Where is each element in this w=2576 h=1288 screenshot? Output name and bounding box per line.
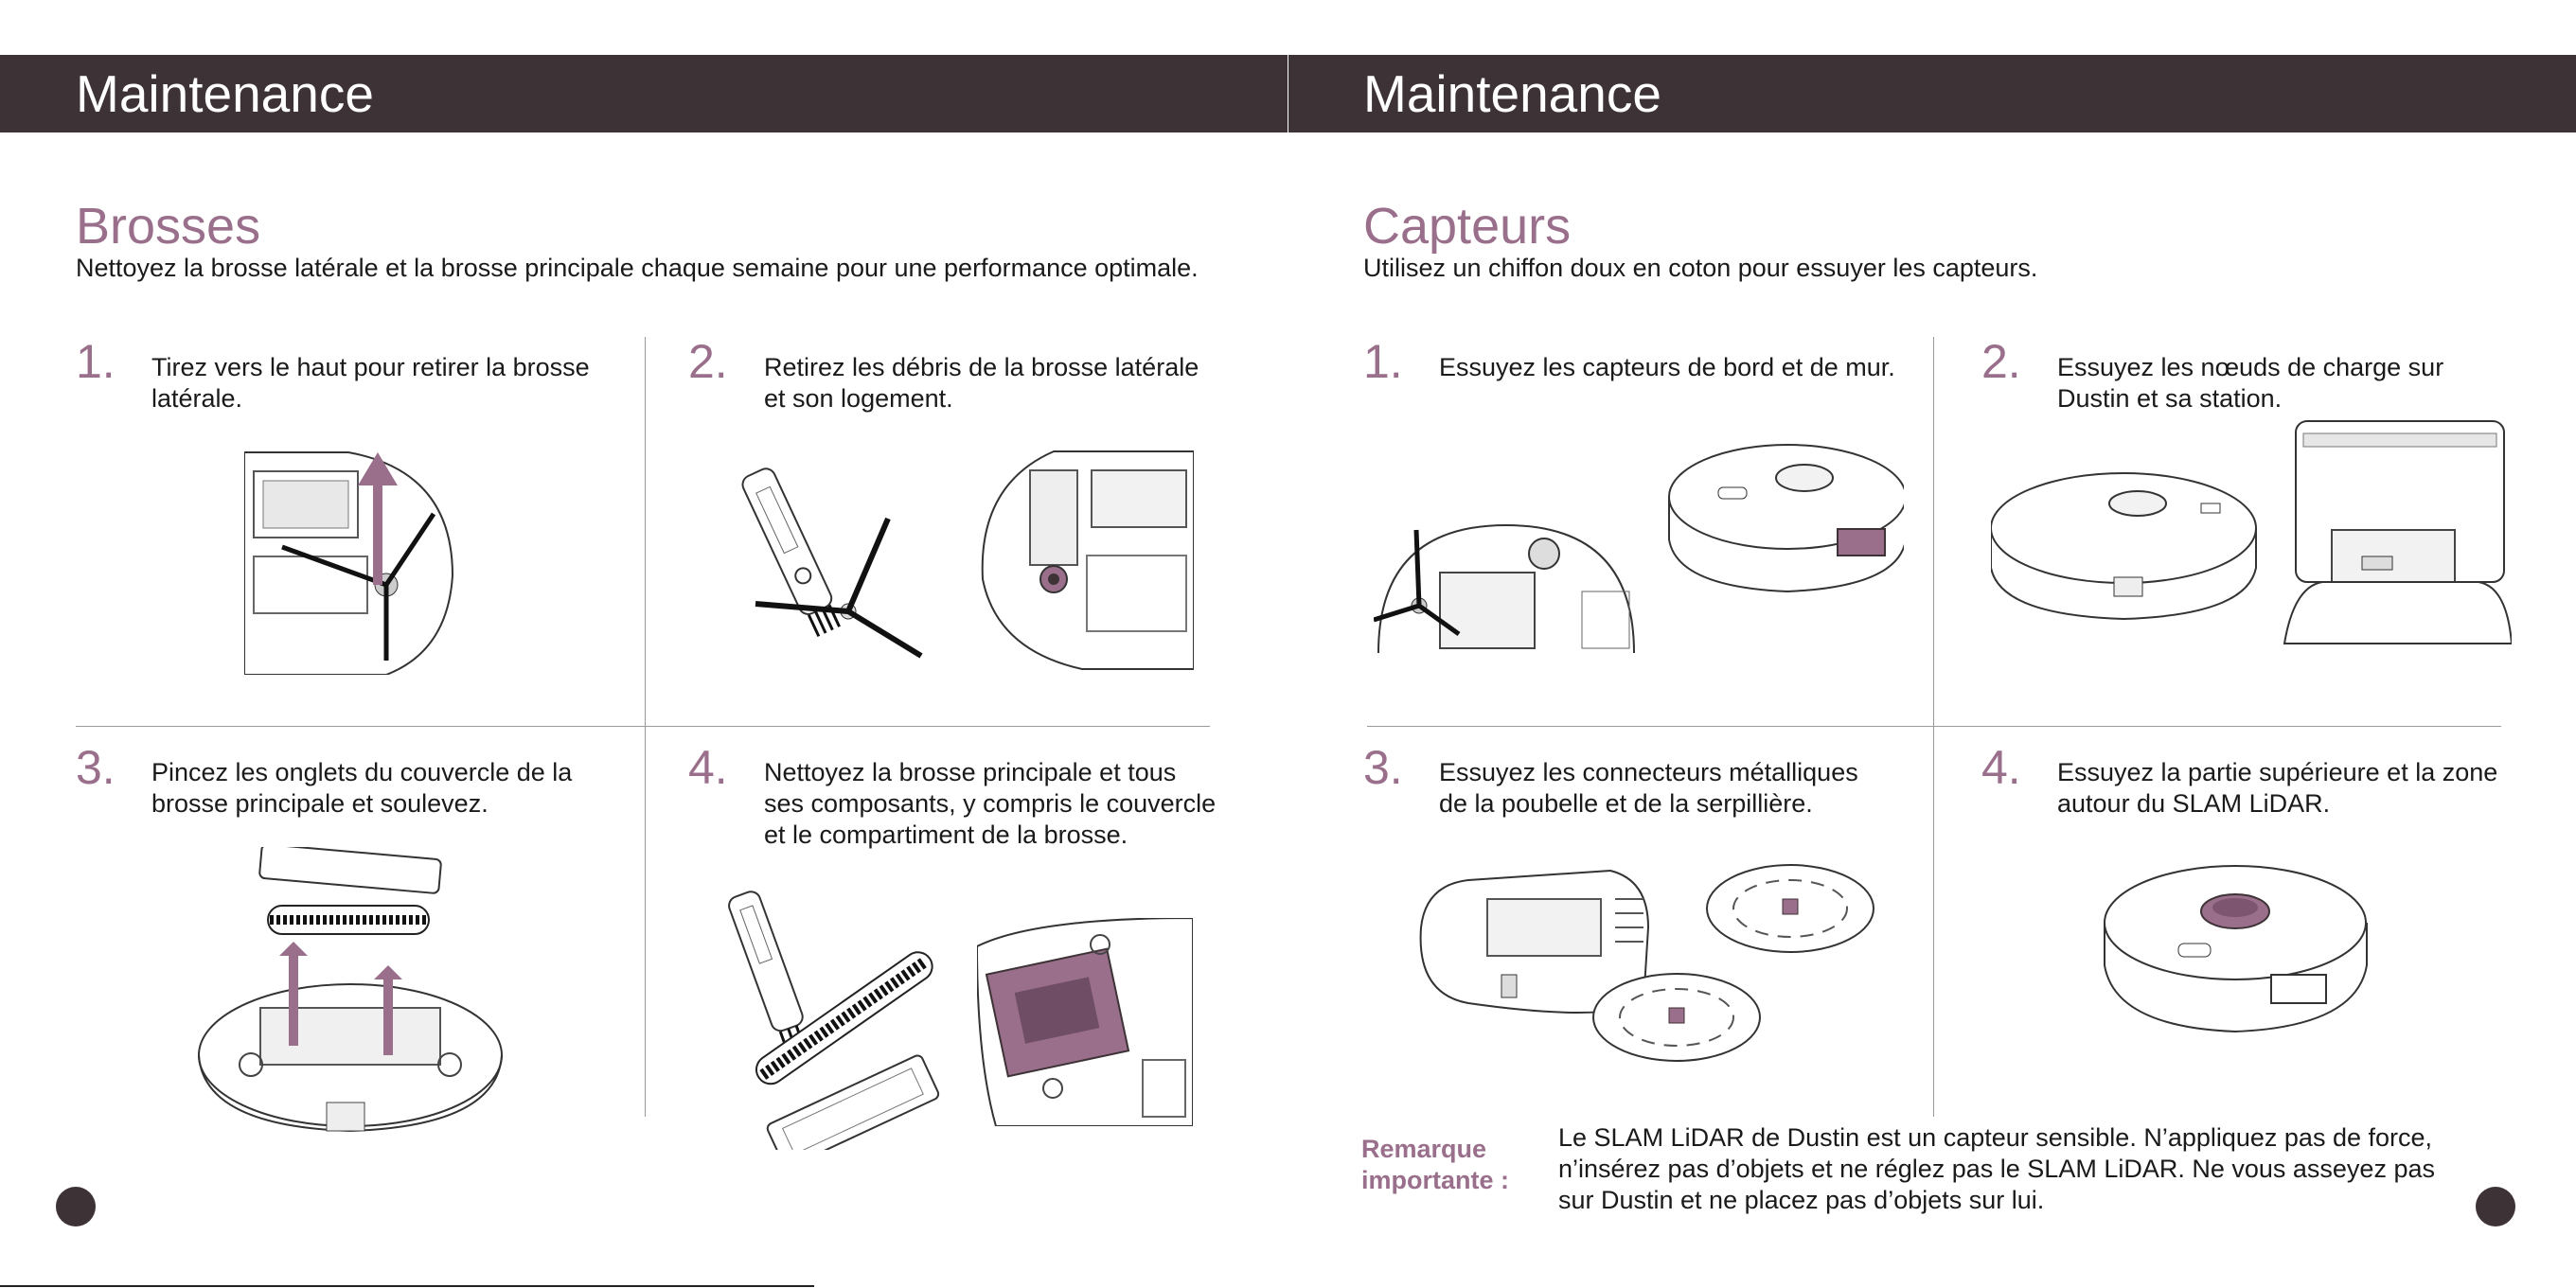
page-dot-icon [2476, 1187, 2515, 1226]
step-4-text: Nettoyez la brosse principale et tous se… [764, 758, 1217, 849]
step-3-text: Essuyez les connecteurs métalliques de l… [1439, 758, 1858, 818]
page-header-title: Maintenance [1363, 64, 1661, 123]
step-3-number: 3. [1363, 741, 1403, 794]
step-4-number: 4. [1981, 741, 2021, 794]
step-1-number: 1. [1363, 335, 1403, 388]
slam-lidar-top-illustration [2101, 856, 2371, 1036]
charging-contacts-station-illustration [1991, 416, 2512, 648]
step-2-number: 2. [688, 335, 728, 388]
important-note-text: Le SLAM LiDAR de Dustin est un capteur s… [1558, 1123, 2435, 1214]
grid-divider-vertical [645, 337, 646, 1117]
grid-divider-horizontal [76, 726, 1210, 727]
page-header-title: Maintenance [76, 64, 374, 123]
step-2-text: Essuyez les nœuds de charge sur Dustin e… [2057, 353, 2444, 413]
step-3-number: 3. [76, 741, 115, 794]
left-page: Maintenance Brosses Nettoyez la brosse l… [0, 55, 1288, 1287]
step-3-text: Pincez les onglets du couvercle de la br… [151, 758, 573, 818]
section-intro: Nettoyez la brosse latérale et la brosse… [76, 254, 1199, 282]
header-band: Maintenance [0, 55, 1288, 132]
side-brush-housing-illustration [978, 447, 1194, 672]
grid-divider-horizontal [1367, 726, 2501, 727]
step-2-number: 2. [1981, 335, 2021, 388]
step-4-text: Essuyez la partie supérieure et la zone … [2057, 758, 2498, 818]
important-note-label: Remarque importante : [1361, 1135, 1510, 1194]
section-title-capteurs: Capteurs [1363, 198, 1572, 255]
step-1-text: Essuyez les capteurs de bord et de mur. [1439, 353, 1895, 381]
section-intro: Utilisez un chiffon doux en coton pour e… [1363, 254, 2038, 282]
right-page: Maintenance Capteurs Utilisez un chiffon… [1288, 0, 2576, 1288]
step-1-text: Tirez vers le haut pour retirer la bross… [151, 353, 590, 413]
main-brush-cleaning-illustration [710, 880, 956, 1150]
edge-wall-sensors-illustration [1374, 431, 1904, 658]
section-title-brosses: Brosses [76, 198, 261, 255]
step-2-text: Retirez les débris de la brosse latérale… [764, 353, 1199, 413]
step-4-number: 4. [688, 741, 728, 794]
grid-divider-vertical [1933, 337, 1934, 1117]
page-dot-icon [56, 1187, 96, 1226]
side-brush-removal-illustration [244, 443, 457, 675]
brush-compartment-illustration [977, 918, 1193, 1126]
dustbin-mop-connectors-illustration [1412, 861, 1885, 1069]
header-band: Maintenance [1288, 55, 2576, 132]
step-1-number: 1. [76, 335, 115, 388]
bottom-rule [0, 1285, 814, 1287]
cleaning-tool-side-brush-illustration [737, 452, 945, 662]
main-brush-cover-illustration [194, 847, 506, 1148]
